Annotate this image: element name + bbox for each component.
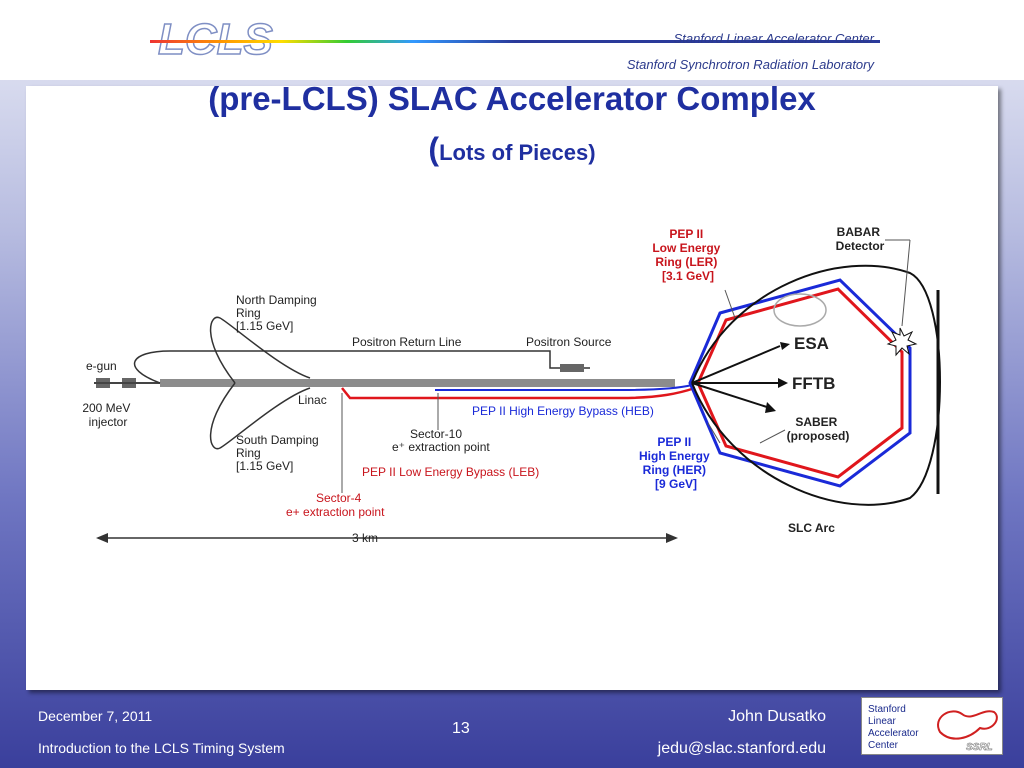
south-damping-ring [209,382,311,450]
distance-arrow-left [96,533,108,543]
linac-bar [160,379,675,387]
label-egun: e-gun [86,359,117,373]
label-her: PEP II High Energy Ring (HER) [9 GeV] [639,435,713,491]
label-esa: ESA [794,334,829,353]
saber-pointer [759,429,786,444]
org-line-2: Stanford Synchrotron Radiation Laborator… [626,57,874,72]
label-heb: PEP II High Energy Bypass (HEB) [472,404,654,418]
babar-pointer-drop [901,239,911,327]
footer-email: jedu@slac.stanford.edu [657,740,826,757]
label-fftb: FFTB [792,374,835,393]
slc-arc [691,264,941,506]
spectrum-line [150,40,880,43]
label-ler: PEP II Low Energy Ring (LER) [3.1 GeV] [652,227,723,283]
slide-header: LCLS Stanford Linear Accelerator Center … [0,0,1024,80]
footer-date: December 7, 2011 [38,708,153,724]
lcls-logo: LCLS [157,14,273,65]
content-panel [26,86,998,690]
label-leb: PEP II Low Energy Bypass (LEB) [362,465,539,479]
distance-arrow-right [666,533,678,543]
label-saber: SABER (proposed) [787,415,850,443]
positron-source-block [560,364,584,372]
label-sector10: Sector-10 e⁺ extraction point [392,427,490,454]
svg-text:LCLS: LCLS [158,15,273,64]
esa-coil [773,293,827,327]
label-babar: BABAR Detector [836,225,885,253]
subtitle-paren: ( [428,131,440,167]
label-positron-source: Positron Source [526,335,612,349]
babar-detector-icon [886,327,918,357]
her-pointer [707,422,721,444]
ssrl-logo-text: SSRL [966,742,993,753]
footer-topic: Introduction to the LCLS Timing System [38,740,285,756]
slac-ssrl-logo: Stanford Linear Accelerator Center SSRL [861,697,1003,755]
slide-subtitle: (Lots of Pieces) [0,131,1024,168]
saber-arrow [765,402,776,413]
label-positron-return: Positron Return Line [352,335,462,349]
ssrl-ring-icon [937,710,998,740]
leb-line [341,386,696,400]
north-damping-ring [209,316,311,384]
esa-arrow [780,342,790,350]
subtitle-text: Lots of Pieces) [439,140,596,165]
slac-logo-text: Stanford Linear Accelerator Center [868,704,921,751]
accelerator-diagram: e-gun 200 MeV injector North Damping Rin… [82,225,941,545]
ler-pointer [724,289,736,319]
saber-line [691,382,771,409]
label-south-ring: South Damping Ring [1.15 GeV] [236,433,322,473]
label-distance: 3 km [352,531,378,545]
heb-line [435,384,693,391]
fftb-arrow [778,378,788,388]
label-sector4: Sector-4 e+ extraction point [286,491,385,519]
page-number: 13 [452,720,470,737]
ler-ring [696,287,904,479]
label-north-ring: North Damping Ring [1.15 GeV] [236,293,320,333]
esa-line [691,345,781,384]
her-ring [688,278,912,488]
label-linac: Linac [298,393,327,407]
label-slc-arc: SLC Arc [788,521,835,535]
footer-author: John Dusatko [728,708,826,725]
label-injector: 200 MeV injector [82,401,133,429]
org-line-1: Stanford Linear Accelerator Center [673,31,874,46]
slide-title: (pre-LCLS) SLAC Accelerator Complex [208,80,816,117]
positron-return-line [133,350,590,384]
